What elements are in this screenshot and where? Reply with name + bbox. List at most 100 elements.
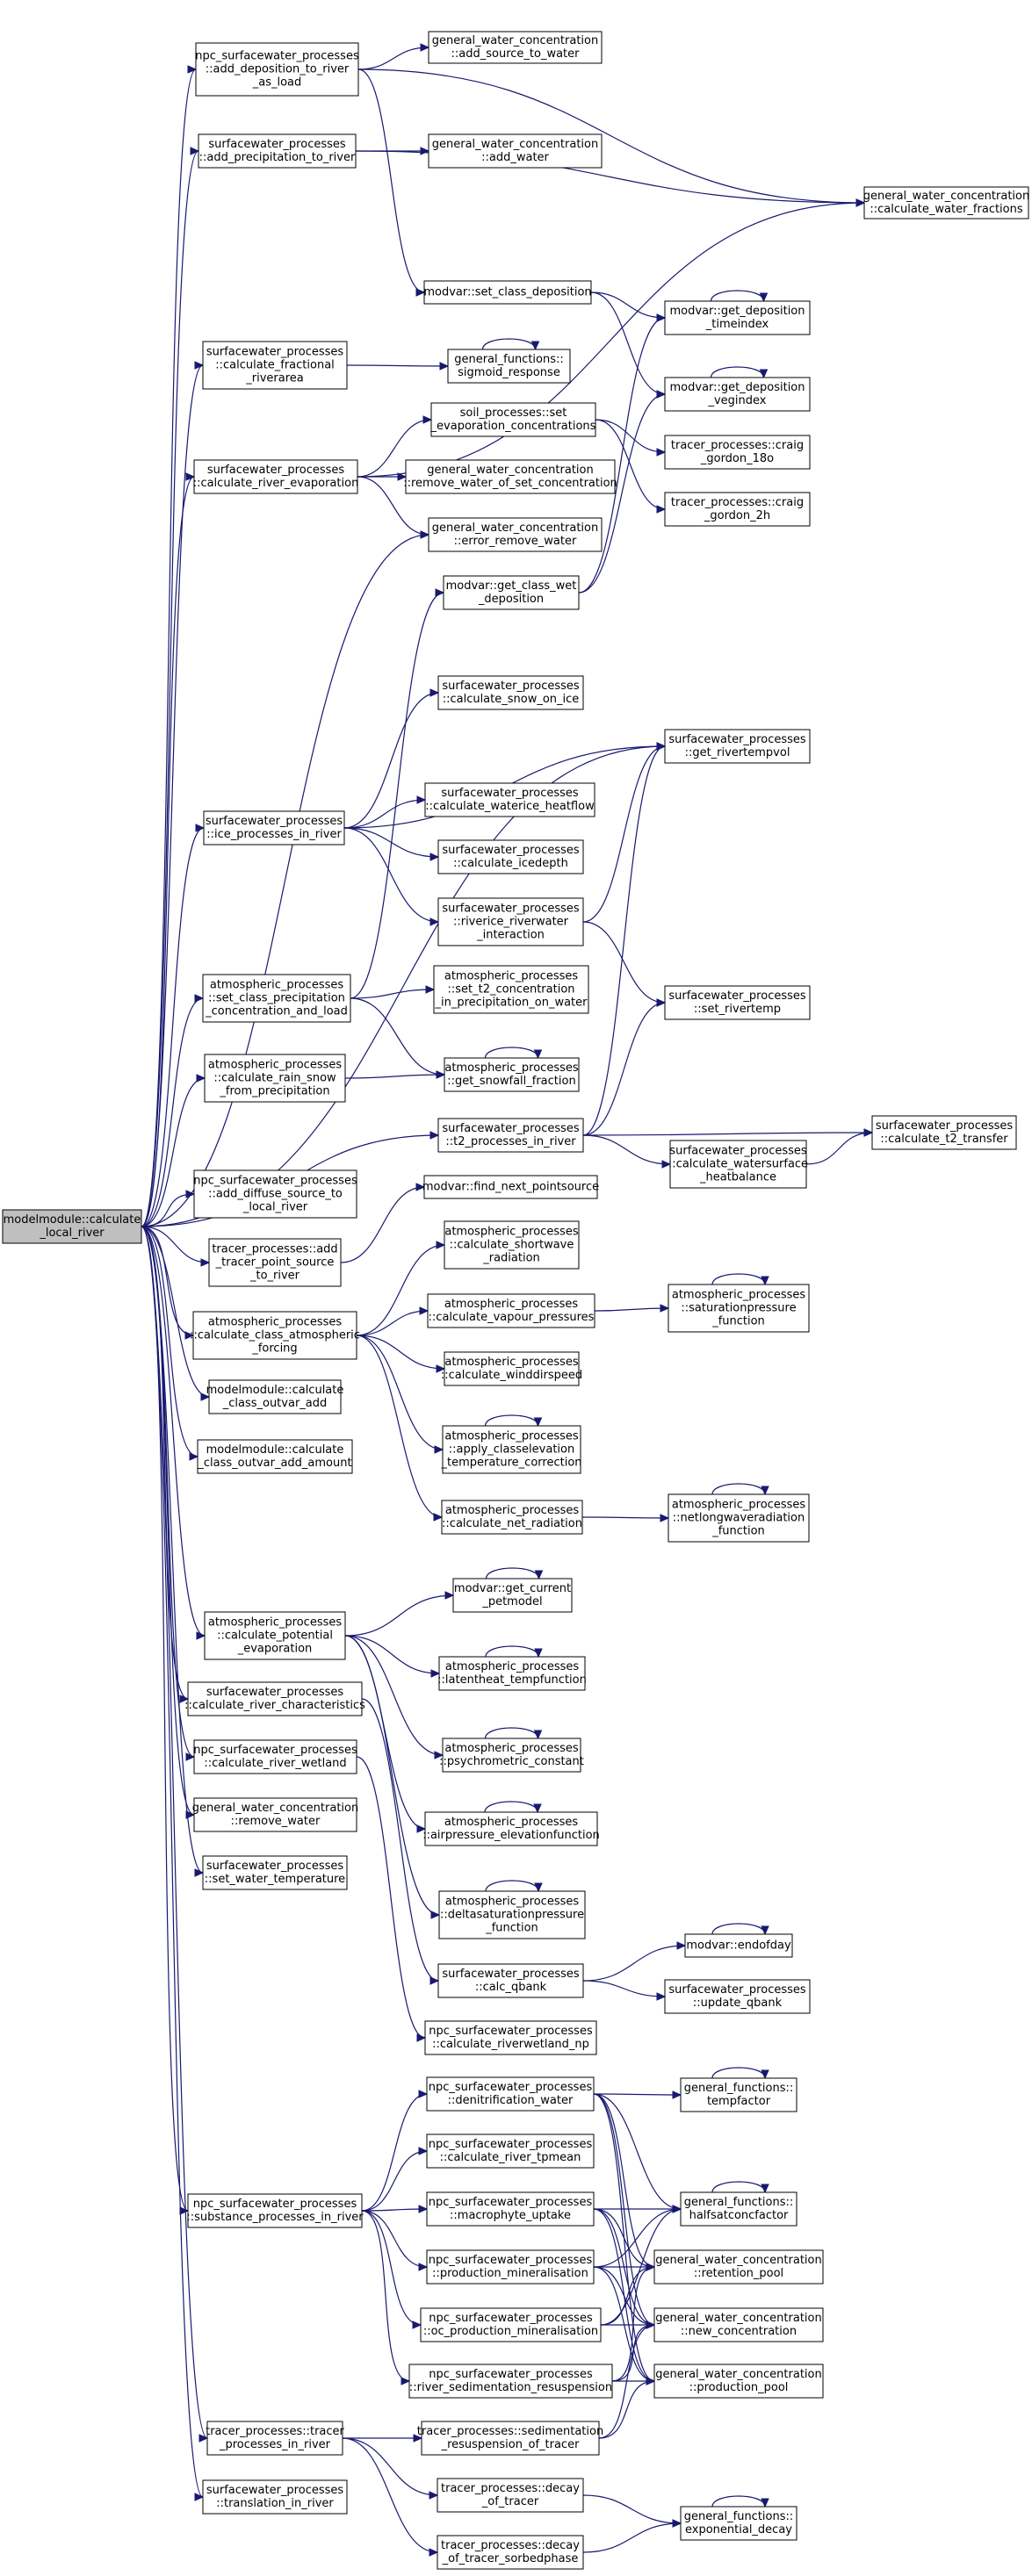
node-npc-calc-river-tpmean[interactable]: npc_surfacewater_processes::calculate_ri… xyxy=(426,2133,595,2169)
node-sp-set-water-temp[interactable]: surfacewater_processes::set_water_temper… xyxy=(202,1855,348,1890)
node-label-line: atmospheric_processes xyxy=(444,1816,579,1829)
node-gwc-remove-water[interactable]: general_water_concentration::remove_wate… xyxy=(192,1797,358,1832)
node-root[interactable]: modelmodule::calculate_local_river xyxy=(2,1209,142,1244)
node-npc-oc-production[interactable]: npc_surfacewater_processes::oc_productio… xyxy=(420,2307,602,2342)
node-sp-update-qbank[interactable]: surfacewater_processes::update_qbank xyxy=(664,1979,811,2014)
node-ap-set-class-precip[interactable]: atmospheric_processes::set_class_precipi… xyxy=(202,974,351,1023)
node-ap-get-snowfall[interactable]: atmospheric_processes::get_snowfall_frac… xyxy=(444,1057,580,1092)
node-modvar-get-current-pet[interactable]: modvar::get_current_petmodel xyxy=(452,1578,573,1613)
node-modvar-get-dep-time[interactable]: modvar::get_deposition_timeindex xyxy=(664,300,811,335)
edge-arrowhead xyxy=(200,1392,211,1401)
node-label-line: ::add_precipitation_to_river xyxy=(199,151,356,164)
node-ap-saturationpressure[interactable]: atmospheric_processes::saturationpressur… xyxy=(668,1284,810,1333)
node-npc-macrophyte[interactable]: npc_surfacewater_processes::macrophyte_u… xyxy=(426,2191,595,2227)
node-label-line: ::saturationpressure xyxy=(681,1302,796,1315)
node-label-line: atmospheric_processes xyxy=(445,1660,580,1673)
node-sp-calc-watersurface[interactable]: surfacewater_processes::calculate_waters… xyxy=(668,1140,808,1189)
edge-arrowhead xyxy=(646,2377,656,2385)
node-sp-calc-icedepth[interactable]: surfacewater_processes::calculate_icedep… xyxy=(437,839,584,874)
node-box xyxy=(664,435,811,470)
edge-npc-production-min-to-gwc-new-concentration xyxy=(593,2266,655,2326)
node-gf-sigmoid[interactable]: general_functions::sigmoid_response xyxy=(447,349,571,384)
node-tp-decay-of-tracer[interactable]: tracer_processes::decay_of_tracer xyxy=(437,2478,584,2513)
node-modvar-set-class-dep[interactable]: modvar::set_class_deposition xyxy=(423,280,592,305)
node-tp-sedimentation[interactable]: tracer_processes::sedimentation_resuspen… xyxy=(417,2421,603,2456)
node-ap-latentheat[interactable]: atmospheric_processes::latentheat_tempfu… xyxy=(437,1656,587,1691)
node-mm-outvar-add[interactable]: modelmodule::calculate_class_outvar_add xyxy=(206,1379,344,1414)
node-gwc-error-remove[interactable]: general_water_concentration::error_remov… xyxy=(428,517,603,552)
node-sp-calc-fract-riverarea[interactable]: surfacewater_processes::calculate_fracti… xyxy=(202,341,348,390)
node-gwc-add-source[interactable]: general_water_concentration::add_source_… xyxy=(428,31,603,64)
node-gwc-remove-water-set[interactable]: general_water_concentration::remove_wate… xyxy=(403,459,617,494)
node-label-line: _deposition xyxy=(478,593,544,606)
edge-arrowhead xyxy=(401,2377,411,2385)
node-sp-translation[interactable]: surfacewater_processes::translation_in_r… xyxy=(202,2479,348,2515)
node-npc-add-diffuse[interactable]: npc_surfacewater_processes::add_diffuse_… xyxy=(193,1169,357,1219)
node-sp-ice-processes[interactable]: surfacewater_processes::ice_processes_in… xyxy=(203,810,345,845)
node-label-line: ::airpressure_elevationfunction xyxy=(422,1829,600,1842)
edge-arrowhead xyxy=(200,1258,211,1267)
node-ap-deltasaturation[interactable]: atmospheric_processes::deltasaturationpr… xyxy=(438,1890,586,1939)
node-soil-set-evap[interactable]: soil_processes::set_evaporation_concentr… xyxy=(430,402,596,437)
node-npc-river-sedimentation[interactable]: npc_surfacewater_processes::river_sedime… xyxy=(408,2364,613,2399)
node-npc-production-min[interactable]: npc_surfacewater_processes::production_m… xyxy=(426,2249,595,2285)
node-label-line: ::calculate_snow_on_ice xyxy=(443,693,580,706)
edge-arrowhead xyxy=(436,1070,446,1079)
node-ap-calc-class-atm[interactable]: atmospheric_processes::calculate_class_a… xyxy=(190,1311,360,1360)
node-label-line: atmospheric_processes xyxy=(210,979,344,992)
node-sp-t2-processes[interactable]: surfacewater_processes::t2_processes_in_… xyxy=(437,1118,584,1153)
node-modvar-endofday[interactable]: modvar::endofday xyxy=(684,1933,793,1958)
node-ap-calc-winddir[interactable]: atmospheric_processes::calculate_winddir… xyxy=(441,1351,582,1386)
node-modvar-get-class-wet[interactable]: modvar::get_class_wet_deposition xyxy=(443,575,580,610)
edge-arrowhead xyxy=(190,147,200,155)
node-gwc-production-pool[interactable]: general_water_concentration::production_… xyxy=(653,2364,824,2399)
node-ap-calc-vapour[interactable]: atmospheric_processes::calculate_vapour_… xyxy=(427,1293,595,1328)
node-npc-calc-river-wetland[interactable]: npc_surfacewater_processes::calculate_ri… xyxy=(193,1739,357,1774)
node-label-line: modelmodule::calculate xyxy=(4,1213,141,1227)
node-ap-calc-net-rad[interactable]: atmospheric_processes::calculate_net_rad… xyxy=(441,1500,583,1535)
node-label-line: ::calculate_t2_transfer xyxy=(880,1133,1008,1146)
node-sp-riverice-interaction[interactable]: surfacewater_processes::riverice_riverwa… xyxy=(437,897,584,946)
node-tp-decay-sorbed[interactable]: tracer_processes::decay_of_tracer_sorbed… xyxy=(437,2535,584,2570)
node-ap-calc-rain-snow[interactable]: atmospheric_processes::calculate_rain_sn… xyxy=(204,1054,346,1103)
node-sp-set-rivertemp[interactable]: surfacewater_processes::set_rivertemp xyxy=(664,985,811,1020)
node-tp-craig-2h[interactable]: tracer_processes::craig_gordon_2h xyxy=(664,492,811,527)
edge-arrowhead xyxy=(429,1131,440,1140)
node-ap-calc-potential-evap[interactable]: atmospheric_processes::calculate_potenti… xyxy=(204,1611,346,1660)
node-sp-calc-t2-transfer[interactable]: surfacewater_processes::calculate_t2_tra… xyxy=(871,1115,1017,1150)
node-gwc-calc-fractions[interactable]: general_water_concentration::calculate_w… xyxy=(863,186,1029,219)
edge-arrowhead xyxy=(429,688,440,697)
node-gwc-new-concentration[interactable]: general_water_concentration::new_concent… xyxy=(653,2307,824,2342)
node-ap-netlongwave[interactable]: atmospheric_processes::netlongwaveradiat… xyxy=(668,1493,810,1543)
node-sp-calc-snow-on-ice[interactable]: surfacewater_processes::calculate_snow_o… xyxy=(437,675,584,710)
node-sp-get-rivertempvol[interactable]: surfacewater_processes::get_rivertempvol xyxy=(664,729,811,764)
node-gf-halfsatconc[interactable]: general_functions::halfsatconcfactor xyxy=(680,2191,797,2227)
node-ap-airpressure[interactable]: atmospheric_processes::airpressure_eleva… xyxy=(422,1811,600,1846)
node-tp-add-tracer-point[interactable]: tracer_processes::add_tracer_point_sourc… xyxy=(208,1238,342,1287)
node-sp-calc-qbank[interactable]: surfacewater_processes::calc_qbank xyxy=(437,1963,584,1998)
node-npc-denitrification[interactable]: npc_surfacewater_processes::denitrificat… xyxy=(426,2076,595,2112)
node-ap-calc-shortwave[interactable]: atmospheric_processes::calculate_shortwa… xyxy=(444,1220,580,1270)
node-sp-calc-river-evap[interactable]: surfacewater_processes::calculate_river_… xyxy=(193,459,359,494)
node-gf-exponential-decay[interactable]: general_functions::exponential_decay xyxy=(680,2506,797,2541)
node-tp-craig-18o[interactable]: tracer_processes::craig_gordon_18o xyxy=(664,435,811,470)
node-box xyxy=(202,1855,348,1890)
node-mm-outvar-add-amount[interactable]: modelmodule::calculate_class_outvar_add_… xyxy=(197,1439,353,1474)
node-ap-set-t2-conc[interactable]: atmospheric_processes::set_t2_concentrat… xyxy=(433,965,589,1014)
node-ap-apply-classelev[interactable]: atmospheric_processes::apply_classelevat… xyxy=(440,1425,582,1474)
node-npc-add-deposition[interactable]: npc_surfacewater_processes::add_depositi… xyxy=(195,42,359,97)
node-modvar-find-next[interactable]: modvar::find_next_pointsource xyxy=(422,1175,599,1199)
node-sp-calc-waterice-heat[interactable]: surfacewater_processes::calculate_wateri… xyxy=(424,782,595,817)
node-tp-tracer-processes[interactable]: tracer_processes::tracer_processes_in_ri… xyxy=(206,2421,345,2456)
node-gf-tempfactor[interactable]: general_functions::tempfactor xyxy=(680,2077,797,2112)
node-sp-calc-river-char[interactable]: surfacewater_processes::calculate_river_… xyxy=(184,1681,365,1716)
node-gwc-retention-pool[interactable]: general_water_concentration::retention_p… xyxy=(653,2249,824,2285)
node-modvar-get-dep-veg[interactable]: modvar::get_deposition_vegindex xyxy=(664,377,811,412)
node-npc-substance-processes[interactable]: npc_surfacewater_processes::substance_pr… xyxy=(186,2193,364,2228)
node-npc-calc-riverwetland-np[interactable]: npc_surfacewater_processes::calculate_ri… xyxy=(424,2020,597,2055)
node-sp-add-precip[interactable]: surfacewater_processes::add_precipitatio… xyxy=(198,133,357,169)
node-gwc-add-water[interactable]: general_water_concentration::add_water xyxy=(428,133,603,169)
node-label-line: _petmodel xyxy=(481,1595,542,1608)
node-ap-psychrometric[interactable]: atmospheric_processes::psychrometric_con… xyxy=(439,1738,584,1773)
node-label-line: surfacewater_processes xyxy=(208,138,346,151)
